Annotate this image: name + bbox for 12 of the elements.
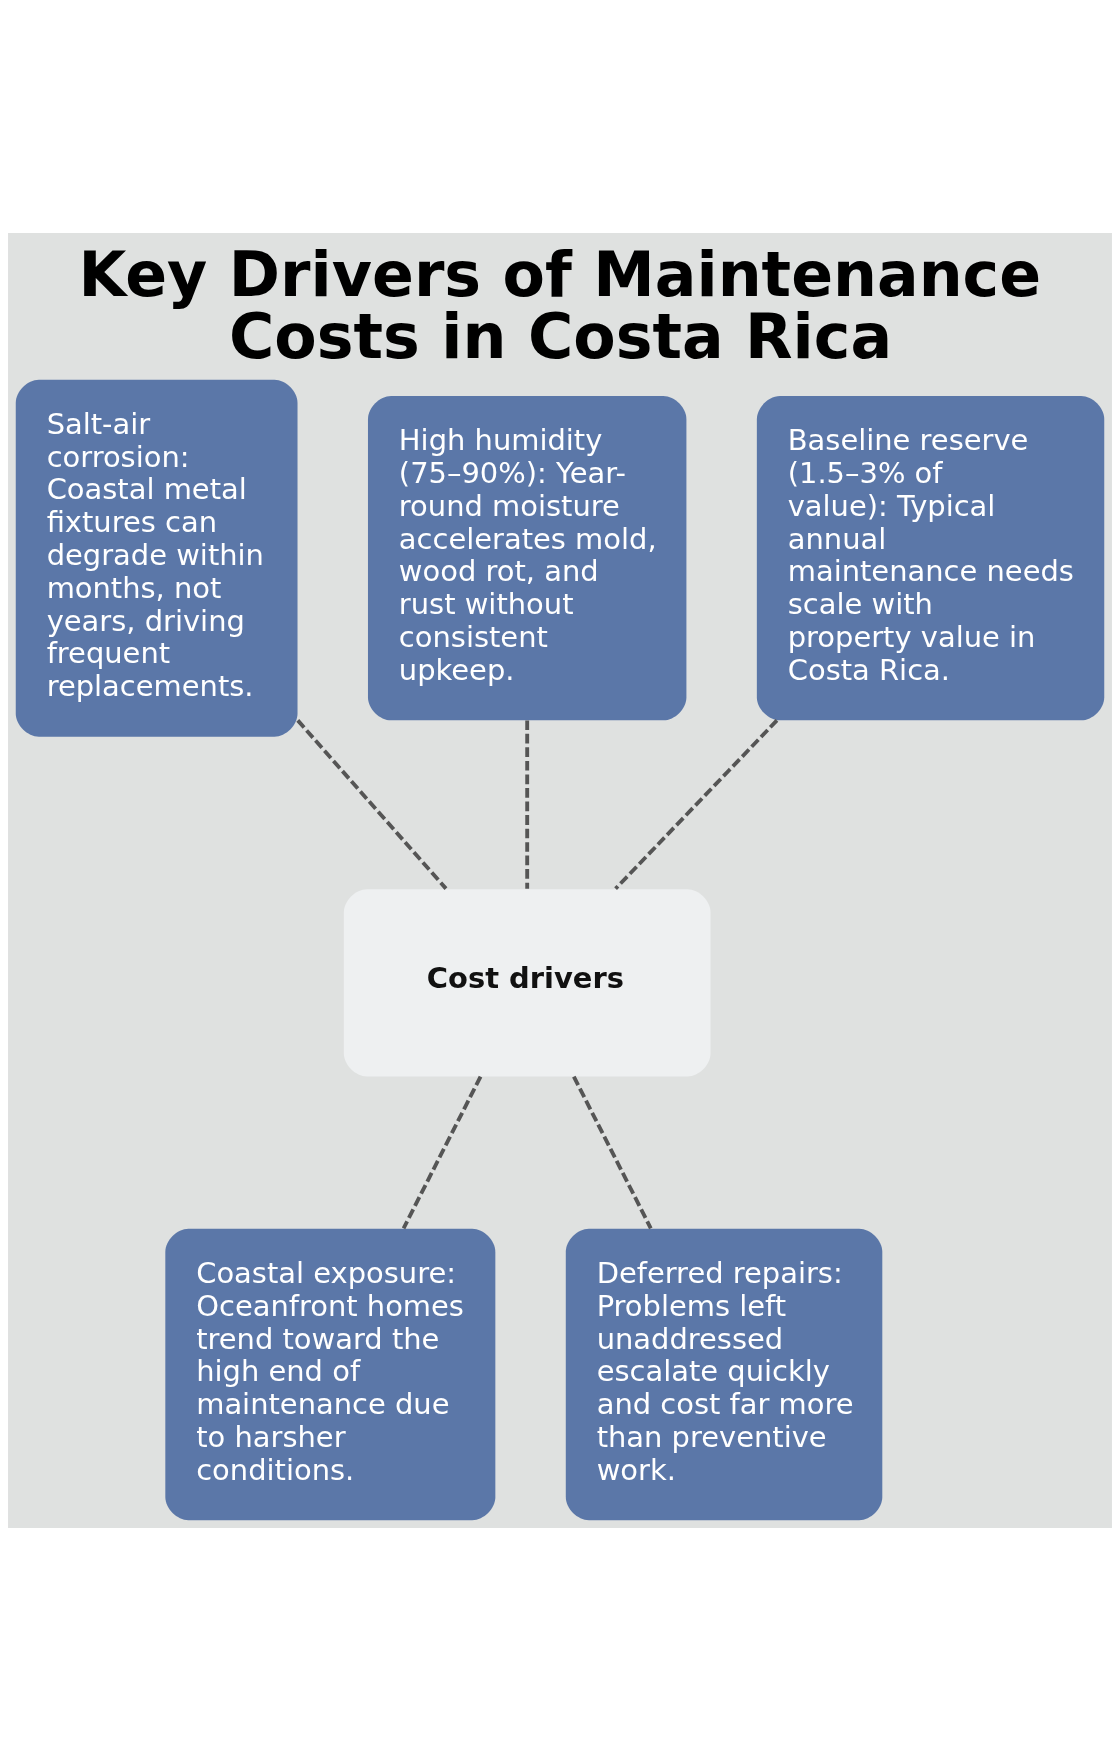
node-box: Cost drivers: [343, 888, 711, 1076]
connector: [525, 719, 530, 889]
connector: [401, 1075, 483, 1229]
node-box: Coastal exposure: Oceanfront homes trend toward the high end of maintenance due to harsher conditions.: [165, 1228, 496, 1520]
node-box: Deferred repairs: Problems left unaddressed escalate quickly and cost far more than preventive work.: [565, 1228, 883, 1520]
connector: [572, 1075, 653, 1229]
node-box: High humidity (75–90%): Year-round moisture accelerates mold, wood rot, and rust without consistent upkeep.: [367, 395, 687, 720]
connector: [296, 718, 448, 890]
node-box: Salt-air corrosion: Coastal metal fixtures can degrade within months, not years, driving frequent replacements.: [15, 379, 298, 737]
connector: [614, 718, 779, 890]
node-box: Baseline reserve (1.5–3% of value): Typical annual maintenance needs scale with property value in Costa Rica.: [756, 395, 1105, 720]
diagram-title: Key Drivers of Maintenance Costs in Costa Rica: [78, 238, 1042, 373]
